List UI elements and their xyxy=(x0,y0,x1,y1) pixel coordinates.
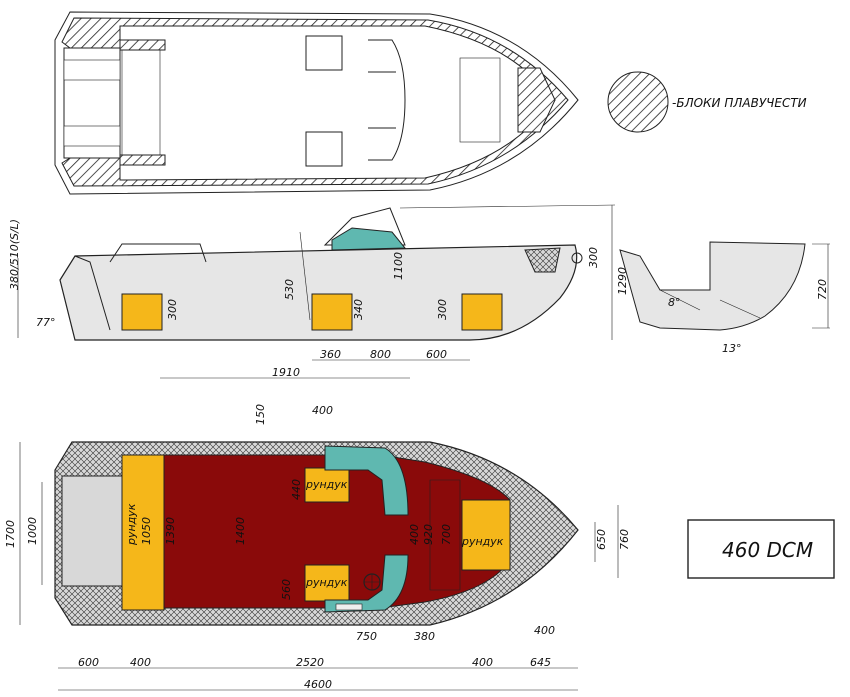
dim-400v: 400 xyxy=(408,524,421,545)
locker-top-label: рундук xyxy=(305,478,348,491)
dim-b400a: 400 xyxy=(130,656,151,669)
dim-inner1000: 1000 xyxy=(26,517,39,545)
dim-length: 4600 xyxy=(304,678,332,691)
rail xyxy=(109,243,207,263)
bow-locker-hatch xyxy=(524,247,561,273)
dim-angle: 13° xyxy=(722,342,742,355)
top-bow-hatch xyxy=(517,67,556,133)
locker-bottom-label: рундук xyxy=(305,576,348,589)
locker-bow xyxy=(461,499,511,571)
bottom-plan-view: рундук рундук рундук рундук 1700 1000 10… xyxy=(4,404,631,691)
model-label: 460 DCM xyxy=(722,538,813,562)
console-upper xyxy=(324,445,409,516)
dim-1910: 1910 xyxy=(272,366,300,379)
dim-beam: 1700 xyxy=(4,520,17,548)
dim-transom-height: 720 xyxy=(816,279,829,300)
top-seat-lower xyxy=(305,131,343,167)
legend-label: -БЛОКИ ПЛАВУЧЕСТИ xyxy=(672,96,807,110)
dim-760: 760 xyxy=(618,529,631,550)
dim-750: 750 xyxy=(356,630,377,643)
model-box: 460 DCM xyxy=(687,519,835,579)
dim-deadrise: 8° xyxy=(668,296,681,309)
dim-angle-transom: 77° xyxy=(36,316,56,329)
dim-top150: 150 xyxy=(254,404,267,425)
dim-380: 380 xyxy=(414,630,435,643)
transom-profile xyxy=(619,241,806,331)
console-lower xyxy=(324,554,409,613)
windshield-tint xyxy=(331,227,407,251)
dim-bow: 300 xyxy=(587,247,600,268)
dim-1400: 1400 xyxy=(234,517,247,545)
dim-b400b: 400 xyxy=(472,656,493,669)
side-float-b xyxy=(311,293,353,331)
dim-440: 440 xyxy=(290,479,303,500)
dim-windshield: 1100 xyxy=(392,252,405,280)
dim-console: 530 xyxy=(283,279,296,300)
dim-height-front: 380/510(S/L) xyxy=(8,219,21,290)
top-seat-upper xyxy=(305,35,343,71)
dim-400-bow: 400 xyxy=(534,624,555,637)
dim-360: 360 xyxy=(320,348,341,361)
dim-bench: 1050 xyxy=(140,517,153,545)
dim-top400: 400 xyxy=(312,404,333,417)
dim-1390: 1390 xyxy=(164,517,177,545)
dim-b600: 600 xyxy=(78,656,99,669)
side-view: 380/510(S/L) 1290 1100 530 300 340 300 3… xyxy=(8,204,629,379)
dim-920: 920 xyxy=(422,524,435,545)
dim-600: 600 xyxy=(426,348,447,361)
transom-view: 720 8° 13° xyxy=(619,241,830,355)
plan-stern-panel xyxy=(61,475,123,587)
bench-float xyxy=(121,454,165,611)
dim-560: 560 xyxy=(280,579,293,600)
dim-b645: 645 xyxy=(530,656,551,669)
side-hull xyxy=(59,244,578,341)
dim-800: 800 xyxy=(370,348,391,361)
side-float-c xyxy=(461,293,503,331)
locker-bottom xyxy=(304,564,350,602)
top-hull-outline xyxy=(54,11,579,195)
locker-bench-label: рундук xyxy=(125,503,138,546)
legend: -БЛОКИ ПЛАВУЧЕСТИ xyxy=(607,71,807,133)
dim-700: 700 xyxy=(440,524,453,545)
dim-height-total: 1290 xyxy=(616,267,629,295)
dim-seat-c: 300 xyxy=(436,299,449,320)
dim-seat-a: 300 xyxy=(166,299,179,320)
dim-b2520: 2520 xyxy=(296,656,324,669)
dim-650: 650 xyxy=(595,529,608,550)
legend-hatch-swatch xyxy=(607,71,669,133)
side-float-a xyxy=(121,293,163,331)
dim-seat-b: 340 xyxy=(352,299,365,320)
locker-bow-label: рундук xyxy=(461,535,504,548)
top-plan-view xyxy=(54,11,579,195)
